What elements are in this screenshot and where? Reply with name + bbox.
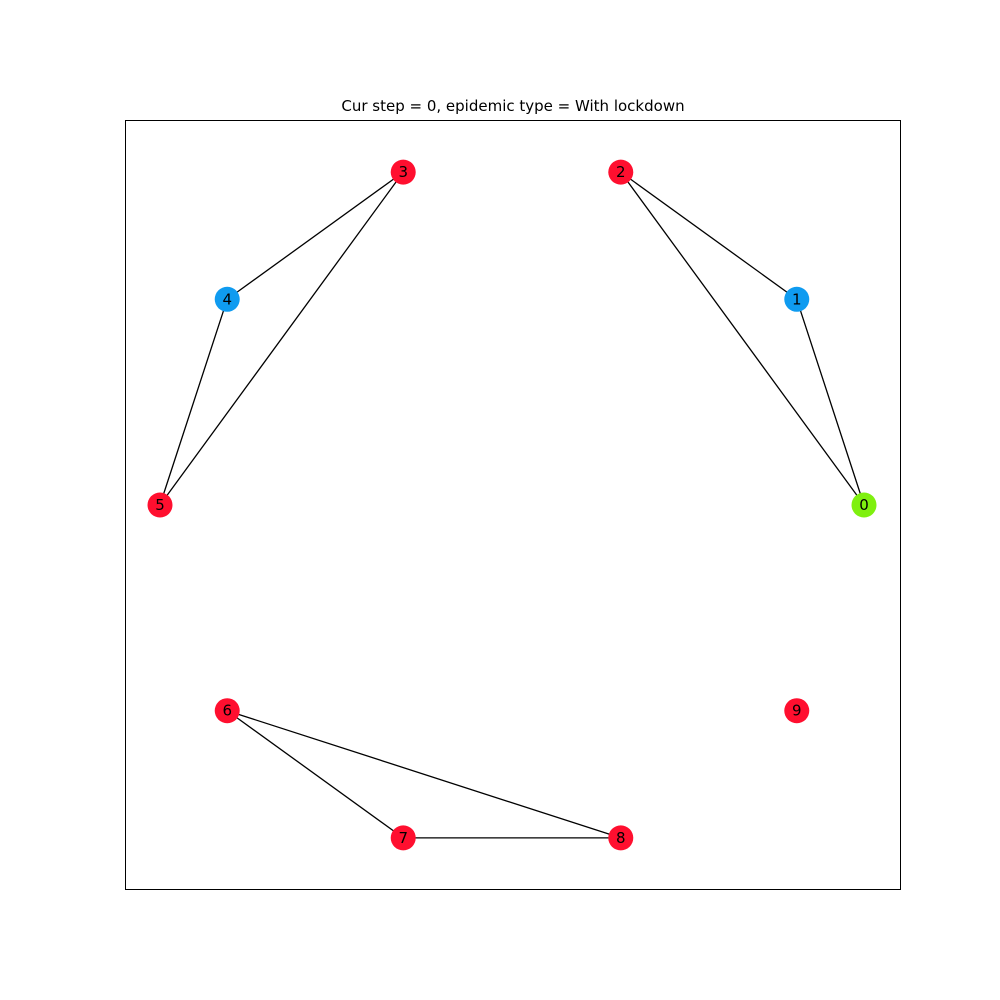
node-label: 0 — [859, 496, 869, 514]
edge-3-4 — [226, 171, 404, 300]
edge-6-7 — [226, 710, 404, 839]
node-4: 4 — [214, 286, 240, 312]
node-circle — [784, 286, 810, 312]
nodes-layer: 0 1 2 3 4 5 6 7 8 9 — [147, 159, 877, 851]
node-label: 4 — [222, 290, 232, 308]
node-circle — [608, 159, 634, 185]
edge-6-8 — [227, 710, 621, 839]
node-label: 9 — [792, 702, 802, 720]
node-label: 2 — [616, 163, 626, 181]
node-6: 6 — [214, 698, 240, 724]
node-circle — [608, 825, 634, 851]
node-9: 9 — [784, 698, 810, 724]
node-circle — [390, 825, 416, 851]
node-8: 8 — [608, 825, 634, 851]
edge-0-1 — [796, 299, 865, 506]
edges-layer — [159, 171, 865, 839]
node-label: 5 — [155, 496, 165, 514]
node-2: 2 — [608, 159, 634, 185]
node-circle — [784, 698, 810, 724]
node-5: 5 — [147, 492, 173, 518]
node-3: 3 — [390, 159, 416, 185]
node-label: 1 — [792, 290, 802, 308]
edge-0-2 — [620, 171, 865, 506]
node-7: 7 — [390, 825, 416, 851]
node-circle — [214, 286, 240, 312]
node-1: 1 — [784, 286, 810, 312]
edge-1-2 — [620, 171, 798, 300]
node-circle — [390, 159, 416, 185]
node-label: 6 — [222, 702, 232, 720]
node-circle — [851, 492, 877, 518]
node-circle — [214, 698, 240, 724]
node-label: 3 — [398, 163, 408, 181]
node-circle — [147, 492, 173, 518]
edge-3-5 — [159, 171, 404, 506]
node-label: 8 — [616, 829, 626, 847]
plot-title: Cur step = 0, epidemic type = With lockd… — [341, 97, 685, 115]
node-0: 0 — [851, 492, 877, 518]
axes-frame — [125, 120, 901, 890]
node-label: 7 — [398, 829, 408, 847]
edge-4-5 — [159, 299, 228, 506]
